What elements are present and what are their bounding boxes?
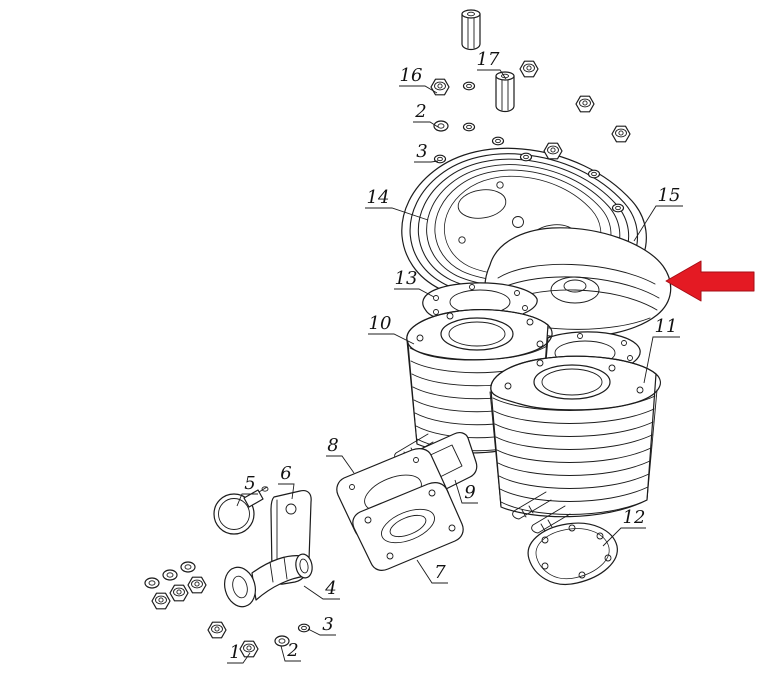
intake-elbow	[224, 553, 313, 608]
nut	[169, 584, 189, 602]
washer	[491, 136, 505, 146]
part-label-9: 9	[464, 482, 475, 503]
part-label-5: 5	[244, 473, 255, 494]
washer	[587, 169, 601, 179]
part-label-12: 12	[623, 507, 646, 528]
part-label-3-top: 3	[416, 141, 427, 162]
nut	[519, 60, 539, 78]
part-label-15: 15	[658, 185, 681, 206]
cylinder-studs-right	[512, 491, 571, 534]
nut	[207, 621, 227, 639]
part-label-2-top: 2	[414, 101, 426, 122]
part-label-8: 8	[327, 435, 338, 456]
highlight-arrow	[665, 260, 755, 302]
part-label-17: 17	[477, 49, 500, 70]
part-label-11: 11	[655, 316, 678, 337]
hex-standoff	[461, 9, 481, 51]
cylinder-right	[489, 355, 661, 518]
part-labels: 16 17 2 3 14 15 13 10 11 8 9 5 6 4 7 12 …	[229, 49, 680, 663]
washer	[462, 81, 476, 91]
washer	[519, 152, 533, 162]
part-label-7: 7	[434, 562, 446, 583]
part-label-3-bottom: 3	[322, 614, 333, 635]
part-label-16: 16	[400, 65, 423, 86]
part-label-14: 14	[367, 187, 390, 208]
nut	[611, 125, 631, 143]
nut	[187, 576, 207, 594]
part-label-13: 13	[395, 268, 418, 289]
washer	[162, 569, 178, 581]
part-label-2-bottom: 2	[286, 640, 298, 661]
washer	[297, 623, 311, 633]
nut	[430, 78, 450, 96]
nut	[151, 592, 171, 610]
nut	[543, 142, 563, 160]
washer	[180, 561, 196, 573]
hose-clamp	[213, 486, 269, 535]
part-label-4: 4	[324, 578, 336, 599]
leader-lines	[227, 69, 683, 664]
washer	[611, 203, 625, 213]
nut	[575, 95, 595, 113]
washer	[144, 577, 160, 589]
washer	[462, 122, 476, 132]
part-label-6: 6	[280, 463, 291, 484]
part-label-10: 10	[369, 313, 392, 334]
tappet-cover-gasket	[527, 522, 618, 585]
part-label-1: 1	[229, 642, 240, 663]
cylinder-head	[401, 147, 647, 306]
intake-cover-plate	[352, 482, 464, 571]
